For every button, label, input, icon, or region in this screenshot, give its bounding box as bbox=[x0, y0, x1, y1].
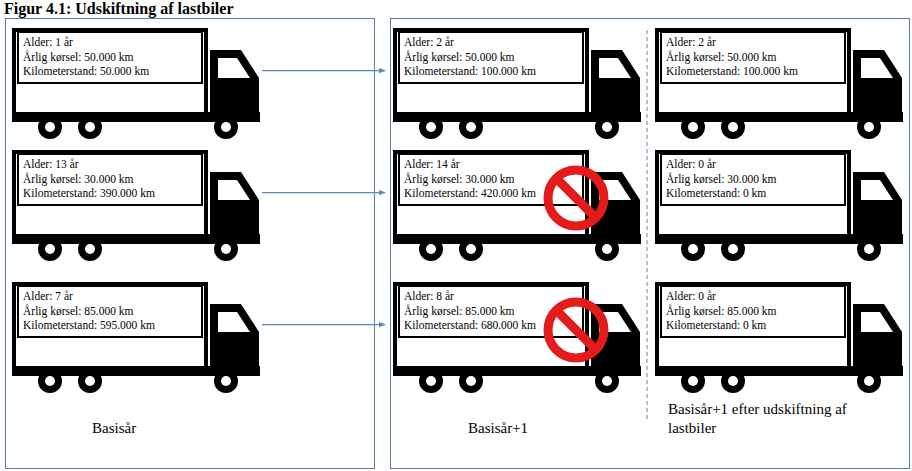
transition-arrow bbox=[262, 70, 385, 71]
truck-node: Alder: 1 årÅrlig kørsel: 50.000 kmKilome… bbox=[12, 28, 262, 140]
truck-icon bbox=[12, 30, 260, 139]
truck-icon bbox=[393, 152, 641, 261]
truck-attribute: Årlig kørsel: 30.000 km bbox=[404, 172, 578, 187]
truck-attribute: Alder: 2 år bbox=[404, 35, 578, 50]
truck-attribute: Alder: 0 år bbox=[666, 157, 840, 172]
truck-label-box: Alder: 2 årÅrlig kørsel: 50.000 kmKilome… bbox=[398, 31, 584, 84]
truck-label-box: Alder: 1 årÅrlig kørsel: 50.000 kmKilome… bbox=[17, 31, 203, 84]
truck-icon bbox=[12, 152, 260, 261]
truck-icon bbox=[655, 30, 903, 139]
period-panel: Basisår+1 Basisår+1 efter udskiftning af … bbox=[390, 18, 910, 469]
truck-attribute: Årlig kørsel: 30.000 km bbox=[666, 172, 840, 187]
divider-line bbox=[647, 30, 648, 420]
period-label: Basisår+1 bbox=[468, 419, 588, 438]
truck-attribute: Kilometerstand: 595.000 km bbox=[23, 318, 197, 333]
truck-icon bbox=[655, 284, 903, 393]
transition-arrow bbox=[262, 324, 385, 325]
truck-label-box: Alder: 2 årÅrlig kørsel: 50.000 kmKilome… bbox=[660, 31, 846, 84]
truck-attribute: Kilometerstand: 100.000 km bbox=[404, 64, 578, 79]
truck-attribute: Alder: 8 år bbox=[404, 289, 578, 304]
truck-icon bbox=[655, 152, 903, 261]
truck-attribute: Årlig kørsel: 50.000 km bbox=[23, 50, 197, 65]
truck-node: Alder: 14 årÅrlig kørsel: 30.000 kmKilom… bbox=[393, 150, 643, 262]
truck-attribute: Kilometerstand: 50.000 km bbox=[23, 64, 197, 79]
truck-attribute: Årlig kørsel: 85.000 km bbox=[23, 304, 197, 319]
truck-attribute: Alder: 0 år bbox=[666, 289, 840, 304]
transition-arrow bbox=[262, 192, 385, 193]
truck-label-box: Alder: 8 årÅrlig kørsel: 85.000 kmKilome… bbox=[398, 285, 584, 338]
truck-attribute: Kilometerstand: 420.000 km bbox=[404, 186, 578, 201]
truck-attribute: Årlig kørsel: 50.000 km bbox=[404, 50, 578, 65]
truck-node: Alder: 0 årÅrlig kørsel: 30.000 kmKilome… bbox=[655, 150, 905, 262]
period-label: Basisår+1 efter udskiftning af lastbiler bbox=[668, 400, 864, 438]
figure-title: Figur 4.1: Udskiftning af lastbiler bbox=[4, 0, 234, 18]
period-label: Basisår bbox=[92, 419, 212, 438]
truck-attribute: Årlig kørsel: 85.000 km bbox=[404, 304, 578, 319]
truck-attribute: Alder: 14 år bbox=[404, 157, 578, 172]
truck-icon bbox=[393, 30, 641, 139]
truck-label-box: Alder: 0 årÅrlig kørsel: 30.000 kmKilome… bbox=[660, 153, 846, 206]
truck-attribute: Kilometerstand: 680.000 km bbox=[404, 318, 578, 333]
truck-node: Alder: 7 årÅrlig kørsel: 85.000 kmKilome… bbox=[12, 282, 262, 394]
truck-attribute: Kilometerstand: 0 km bbox=[666, 186, 840, 201]
truck-node: Alder: 2 årÅrlig kørsel: 50.000 kmKilome… bbox=[393, 28, 643, 140]
truck-node: Alder: 13 årÅrlig kørsel: 30.000 kmKilom… bbox=[12, 150, 262, 262]
truck-attribute: Alder: 13 år bbox=[23, 157, 197, 172]
truck-label-box: Alder: 0 årÅrlig kørsel: 85.000 kmKilome… bbox=[660, 285, 846, 338]
period-panel: Basisår Alder: 1 årÅrlig kørsel: 50.000 k… bbox=[5, 18, 375, 469]
truck-attribute: Kilometerstand: 0 km bbox=[666, 318, 840, 333]
truck-node: Alder: 2 årÅrlig kørsel: 50.000 kmKilome… bbox=[655, 28, 905, 140]
truck-attribute: Kilometerstand: 100.000 km bbox=[666, 64, 840, 79]
truck-attribute: Alder: 1 år bbox=[23, 35, 197, 50]
truck-attribute: Alder: 7 år bbox=[23, 289, 197, 304]
truck-attribute: Kilometerstand: 390.000 km bbox=[23, 186, 197, 201]
truck-icon bbox=[393, 284, 641, 393]
truck-label-box: Alder: 14 årÅrlig kørsel: 30.000 kmKilom… bbox=[398, 153, 584, 206]
truck-attribute: Årlig kørsel: 30.000 km bbox=[23, 172, 197, 187]
truck-label-box: Alder: 7 årÅrlig kørsel: 85.000 kmKilome… bbox=[17, 285, 203, 338]
truck-attribute: Årlig kørsel: 50.000 km bbox=[666, 50, 840, 65]
truck-attribute: Årlig kørsel: 85.000 km bbox=[666, 304, 840, 319]
truck-node: Alder: 0 årÅrlig kørsel: 85.000 kmKilome… bbox=[655, 282, 905, 394]
truck-label-box: Alder: 13 årÅrlig kørsel: 30.000 kmKilom… bbox=[17, 153, 203, 206]
truck-icon bbox=[12, 284, 260, 393]
truck-attribute: Alder: 2 år bbox=[666, 35, 840, 50]
truck-node: Alder: 8 årÅrlig kørsel: 85.000 kmKilome… bbox=[393, 282, 643, 394]
